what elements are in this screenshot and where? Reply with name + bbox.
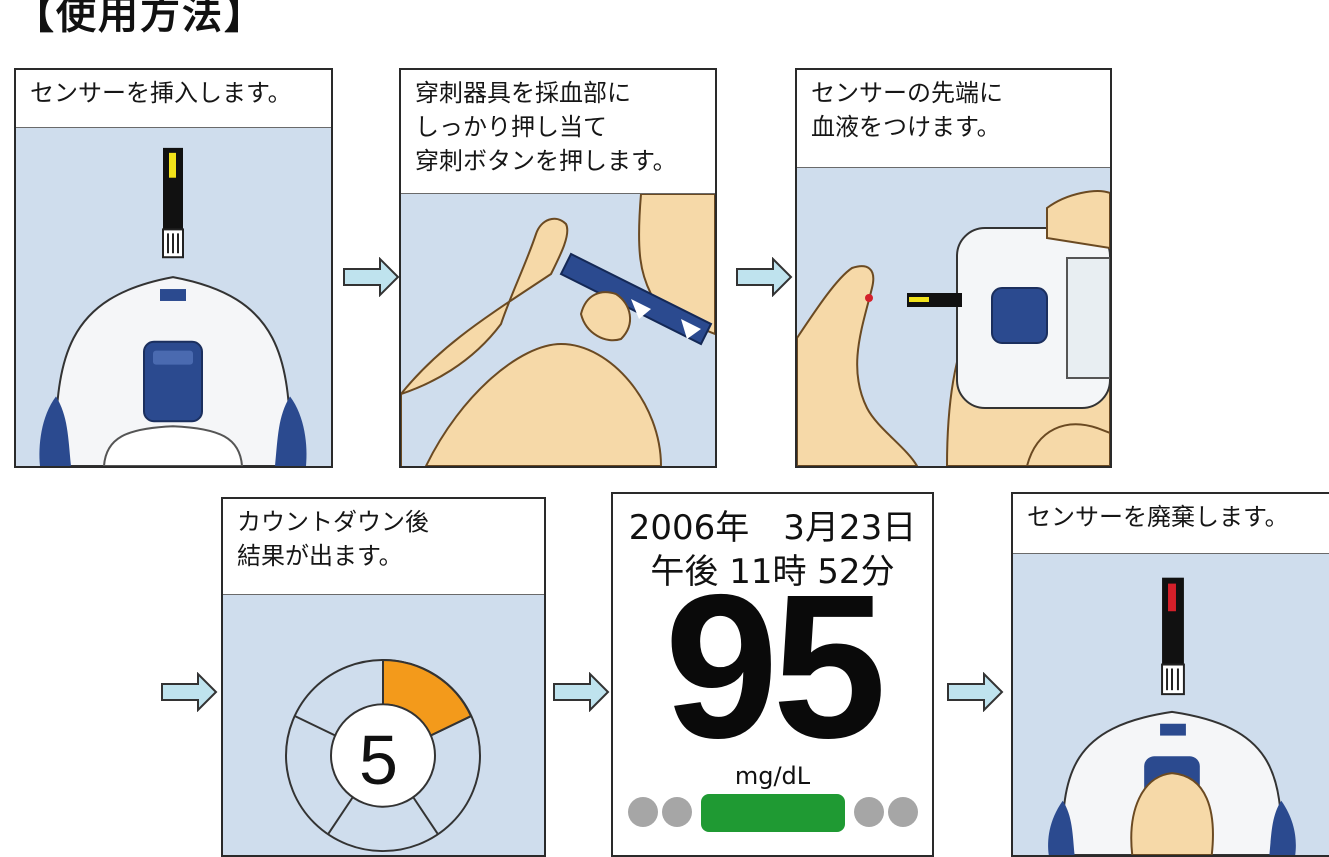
step-5-result-display-panel: 2006年 3月23日 午後 11時 52分 95 mg/dL [611,492,934,857]
step-3-apply-blood-panel: センサーの先端に 血液をつけます。 [795,68,1112,468]
indicator-dot-icon [854,797,884,827]
result-time: 午後 11時 52分 [650,552,895,592]
arrow-right-icon [160,671,218,713]
lancing-device-on-finger-image [401,194,715,466]
arrow-right-icon [946,671,1004,713]
step-4-caption: カウントダウン後 結果が出ます。 [223,499,544,595]
page-heading: 【使用方法】 [14,0,266,38]
step-6-discard-sensor-panel: センサーを廃棄します。 [1011,492,1329,857]
arrow-right-icon [552,671,610,713]
meter-with-sensor-image [39,147,307,466]
step-1-caption: センサーを挿入します。 [16,70,331,128]
glucose-reading: 95 [664,552,886,781]
indicator-dot-icon [662,797,692,827]
countdown-number: 5 [359,721,398,799]
result-range-bar [701,794,845,832]
step-1-insert-sensor-panel: センサーを挿入します。 [14,68,333,468]
step-6-illustration [1013,554,1329,855]
arrow-right-icon [342,256,400,298]
indicator-dot-icon [888,797,918,827]
blood-to-sensor-image [797,190,1110,466]
countdown-dial-image [285,659,481,853]
indicator-dot-icon [628,797,658,827]
result-indicator-bar [628,794,918,832]
step-2-caption: 穿刺器具を採血部に しっかり押し当て 穿刺ボタンを押します。 [401,70,715,194]
arrow-right-icon [735,256,793,298]
step-3-caption: センサーの先端に 血液をつけます。 [797,70,1110,168]
step-2-lancing-panel: 穿刺器具を採血部に しっかり押し当て 穿刺ボタンを押します。 [399,68,717,468]
result-date: 2006年 3月23日 [628,508,917,548]
glucose-unit: mg/dL [734,762,811,790]
step-4-countdown-panel: カウントダウン後 結果が出ます。 5 [221,497,546,857]
step-4-illustration: 5 [223,595,544,855]
step-1-illustration [16,128,331,466]
discard-sensor-image [1048,577,1296,855]
step-2-illustration [401,194,715,466]
step-3-illustration [797,168,1110,466]
step-6-caption: センサーを廃棄します。 [1013,494,1329,554]
